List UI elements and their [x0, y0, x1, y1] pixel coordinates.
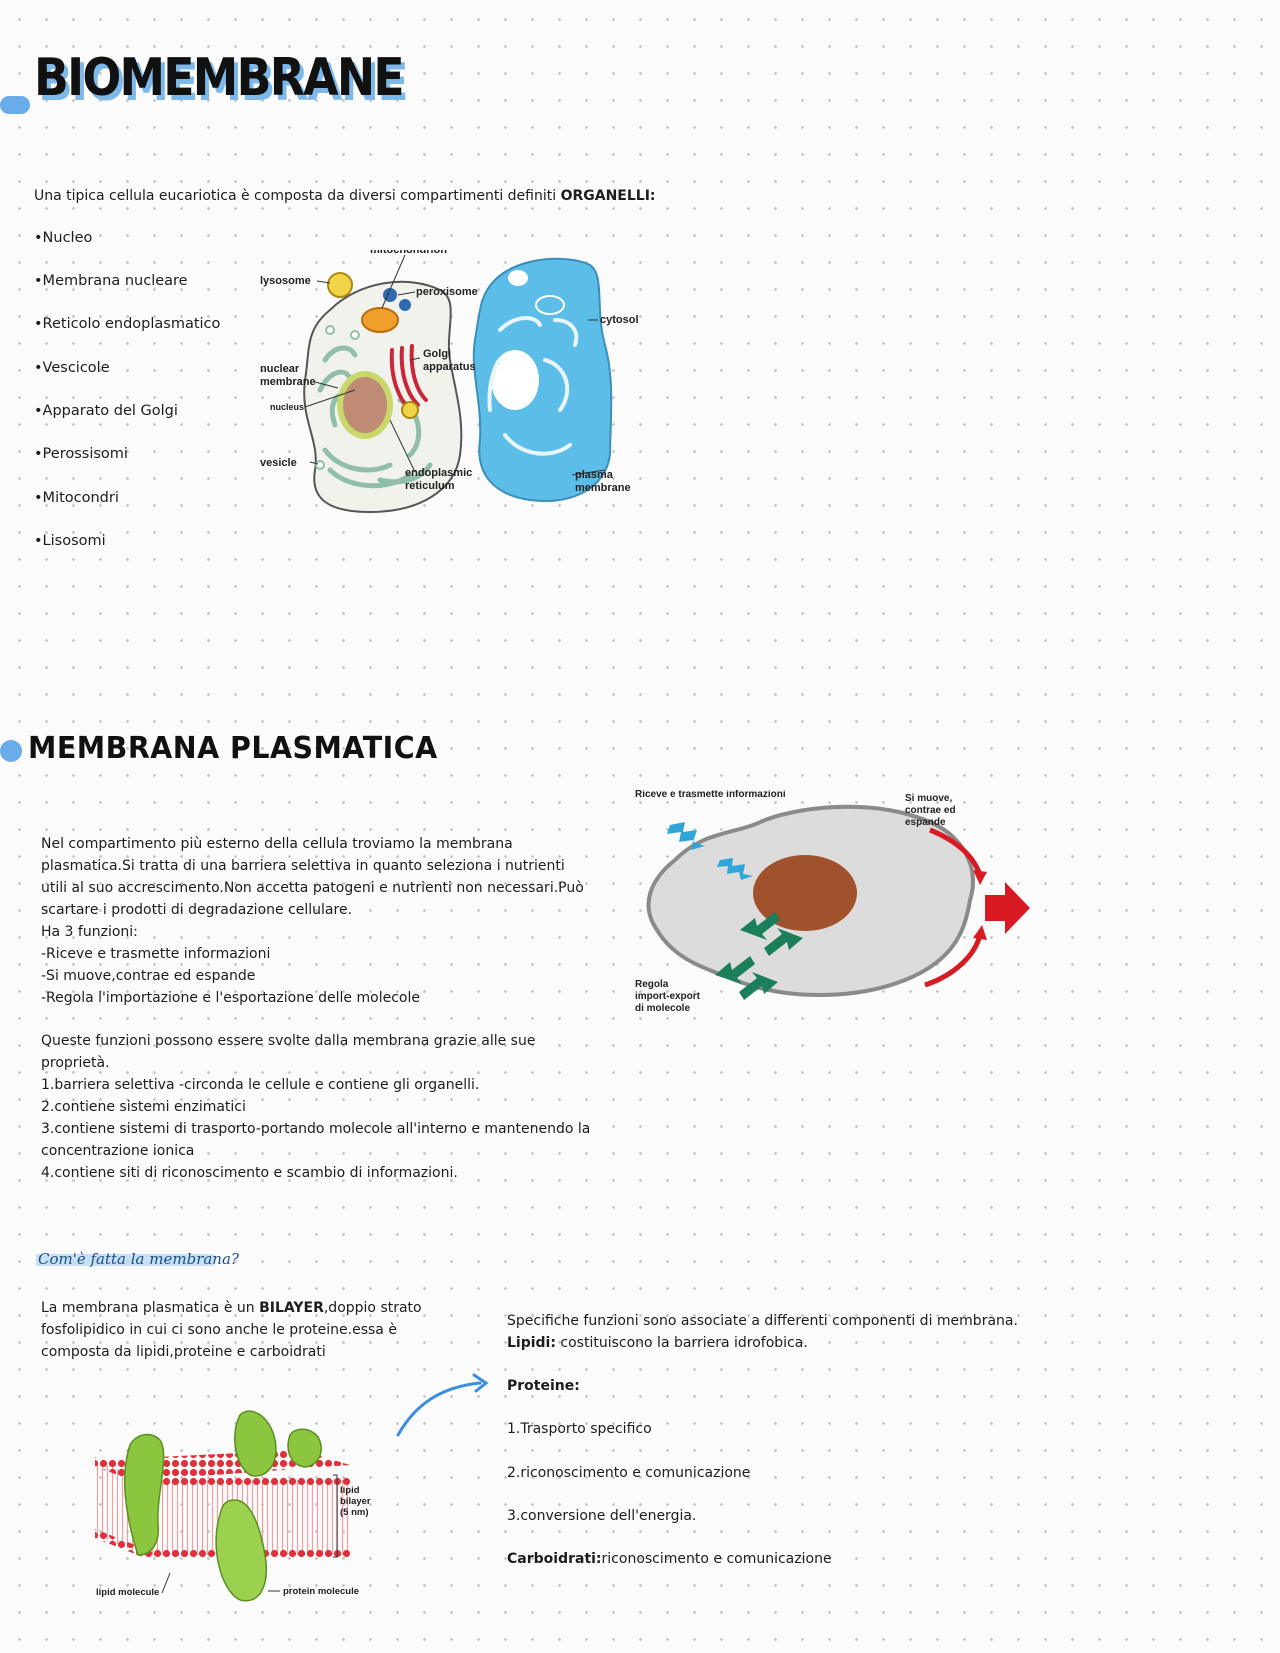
text-line: utili al suo accrescimento.Non accetta p… [41, 880, 584, 896]
label-protein-molecule: protein molecule [283, 1586, 359, 1597]
list-item: •Perossisomi [34, 446, 128, 462]
page-title: BIOMEMBRANE [34, 48, 405, 108]
label-nuclear-1: nuclear [260, 363, 300, 375]
label-lysosome: lysosome [260, 275, 311, 287]
text-line: scartare i prodotti di degradazione cell… [41, 902, 353, 918]
section-heading-cursive: Com'è fatta la membrana? [38, 1250, 239, 1268]
heading-highlight [36, 1254, 214, 1266]
label-plasma-2: membrane [575, 482, 631, 494]
green-arrows-icon [715, 912, 803, 1000]
list-item: •Nucleo [34, 230, 93, 246]
text-line: 3.contiene sistemi di trasporto-portando… [41, 1121, 591, 1137]
lysosome-shape-2 [401, 401, 419, 419]
text-line: composta da lipidi,proteine e carboidrat… [41, 1344, 326, 1360]
text-line: Ha 3 funzioni: [41, 924, 138, 940]
protein-shape-3 [215, 1499, 267, 1602]
list-item: 3.conversione dell'energia. [507, 1508, 697, 1524]
label-moves-2: contrae ed [905, 805, 956, 816]
label-nuclear-2: membrane [260, 376, 316, 388]
label-peroxisome: peroxisome [416, 286, 478, 298]
membrane-functions-diagram: Riceve e trasmette informazioni Si muove… [635, 790, 1030, 1014]
text-line: Queste funzioni possono essere svolte da… [41, 1033, 536, 1049]
text-line: -Riceve e trasmette informazioni [41, 946, 271, 962]
bilayer-diagram: lipid bilayer (5 nm) lipid molecule prot… [95, 1410, 371, 1602]
title-dot [0, 96, 30, 114]
label-lipid-1: lipid [340, 1485, 360, 1496]
label-plasma-1: plasma [575, 469, 614, 481]
protein-shape-2 [234, 1410, 277, 1477]
intro-text: Una tipica cellula eucariotica è compost… [34, 185, 656, 207]
lysosome-shape [327, 272, 353, 298]
label-golgi-1: Golgi [423, 348, 451, 360]
properties-paragraph: Queste funzioni possono essere svolte da… [41, 1030, 601, 1184]
label-moves-3: espande [905, 817, 946, 828]
text-line: concentrazione ionica [41, 1143, 195, 1159]
red-curve-arrow-top [929, 827, 983, 876]
section-title: MEMBRANA PLASMATICA [28, 731, 438, 766]
cell-diagram: mitochondrion lysosome peroxisome cytoso… [260, 250, 639, 514]
section-dot [0, 740, 22, 762]
nucleus-shape [343, 377, 387, 433]
protein-shape [123, 1433, 165, 1556]
label-lipid-2: bilayer [340, 1496, 371, 1507]
lipidi-line: Lipidi: costituiscono la barriera idrofo… [507, 1335, 808, 1351]
text-line: proprietà. [41, 1055, 110, 1071]
blue-curved-arrow-icon [396, 1373, 489, 1437]
list-item: •Vescicole [34, 360, 110, 376]
list-item: •Apparato del Golgi [34, 403, 178, 419]
list-item: 2.riconoscimento e comunicazione [507, 1465, 751, 1481]
cell-nucleus [753, 855, 857, 931]
label-regulate-1: Regola [635, 979, 669, 990]
intro-prefix: Una tipica cellula eucariotica è compost… [34, 188, 561, 204]
blue-arrow-icon-2 [717, 858, 753, 880]
blue-arrow-icon [667, 822, 705, 850]
membrane-paragraph: Nel compartimento più esterno della cell… [41, 833, 601, 1009]
text-line: -Regola l'importazione e l'esportazione … [41, 990, 420, 1006]
text-line: fosfolipidico in cui ci sono anche le pr… [41, 1322, 397, 1338]
label-regulate-2: import-export [635, 991, 701, 1002]
red-big-arrow-icon [985, 882, 1030, 934]
list-item: •Lisosomi [34, 533, 106, 549]
text-line: Nel compartimento più esterno della cell… [41, 836, 513, 852]
text-line: plasmatica.Si tratta di una barriera sel… [41, 858, 565, 874]
label-vesicle: vesicle [260, 457, 297, 469]
proteine-label: Proteine: [507, 1378, 580, 1394]
label-er-1: endoplasmic [405, 467, 472, 479]
label-golgi-2: apparatus [423, 361, 476, 373]
label-lipid-3: (5 nm) [340, 1507, 369, 1518]
list-item: 1.Trasporto specifico [507, 1421, 652, 1437]
text-line: 4.contiene siti di riconoscimento e scam… [41, 1165, 458, 1181]
label-cytosol: cytosol [600, 314, 639, 326]
carbo-line: Carboidrati:riconoscimento e comunicazio… [507, 1551, 832, 1567]
title-shadow: BIOMEMBRANE [38, 53, 409, 113]
components-intro: Specifiche funzioni sono associate a dif… [507, 1313, 1018, 1329]
bilayer-bold: BILAYER [259, 1300, 324, 1316]
text-line: -Si muove,contrae ed espande [41, 968, 256, 984]
peroxisome-shape-2 [399, 299, 411, 311]
intro-bold: ORGANELLI: [560, 188, 656, 204]
red-curve-arrow-bottom [924, 934, 983, 988]
components-text: Specifiche funzioni sono associate a dif… [507, 1310, 1107, 1354]
list-item: •Mitocondri [34, 490, 119, 506]
list-item: •Membrana nucleare [34, 273, 188, 289]
label-lipid-molecule: lipid molecule [96, 1587, 159, 1598]
text-line: 2.contiene sistemi enzimatici [41, 1099, 246, 1115]
list-item: •Reticolo endoplasmatico [34, 316, 221, 332]
bilayer-paragraph: La membrana plasmatica è un BILAYER,dopp… [41, 1297, 441, 1363]
mitochondrion-shape [361, 307, 399, 333]
vesicle-shape [315, 460, 325, 470]
label-nucleus: nucleus [270, 402, 304, 412]
label-receive: Riceve e trasmette informazioni [635, 790, 786, 800]
label-moves-1: Si muove, [905, 793, 952, 804]
label-er-2: reticulum [405, 480, 455, 492]
label-mitochondrion: mitochondrion [370, 250, 447, 256]
cytosol-nucleus [491, 350, 539, 410]
label-regulate-3: di molecole [635, 1003, 690, 1014]
text-line: 1.barriera selettiva -circonda le cellul… [41, 1077, 480, 1093]
text-line: La membrana plasmatica è un BILAYER,dopp… [41, 1300, 422, 1316]
